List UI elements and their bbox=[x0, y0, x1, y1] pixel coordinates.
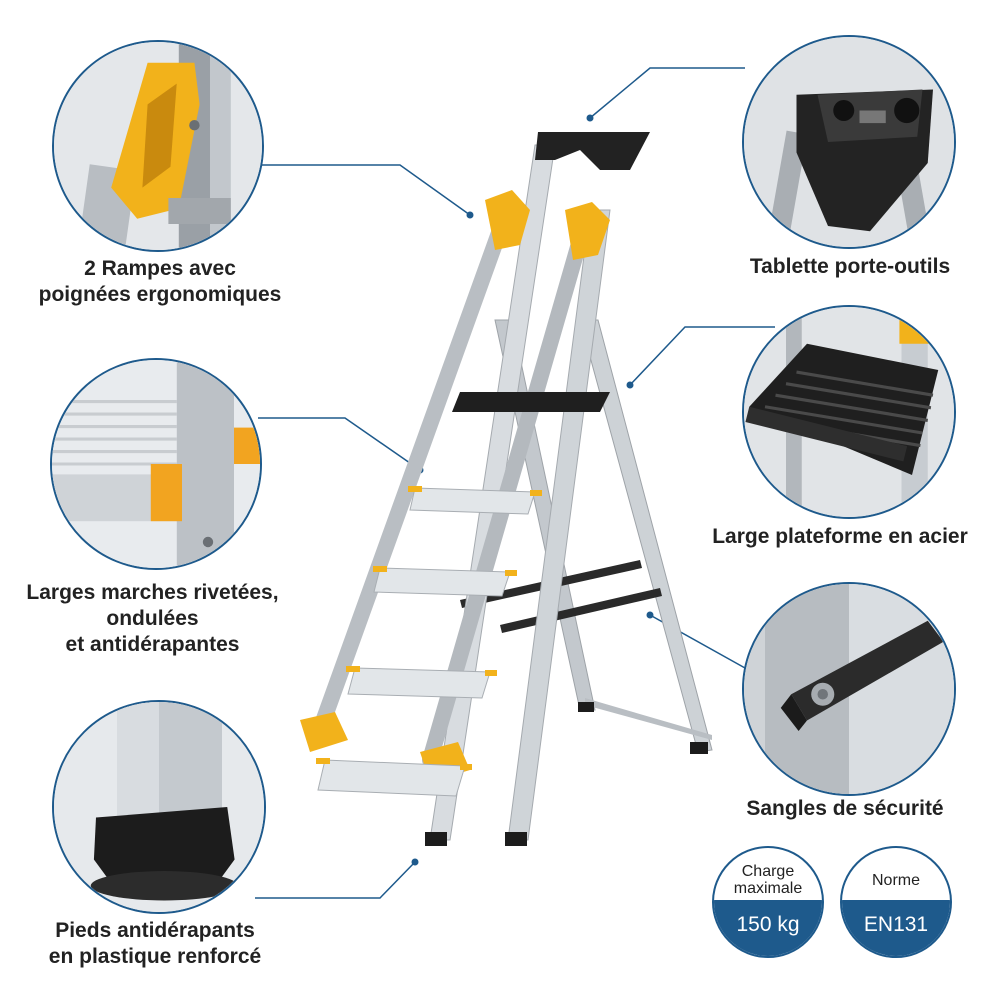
feet-caption: Pieds antidérapants en plastique renforc… bbox=[48, 919, 262, 968]
tool-tray-caption: Tablette porte-outils bbox=[749, 255, 951, 278]
norm-badge: Norme EN131 bbox=[840, 846, 952, 958]
norm-label: Norme bbox=[871, 871, 920, 889]
strap-detail-image bbox=[742, 582, 956, 796]
ladder-illustration bbox=[300, 132, 713, 846]
norm-value: EN131 bbox=[842, 900, 950, 956]
tool-tray-detail-image bbox=[742, 35, 956, 249]
platform-caption: Large plateforme en acier bbox=[712, 525, 968, 548]
handrail-detail-image bbox=[52, 40, 264, 252]
step-detail-image bbox=[50, 358, 262, 570]
straps-caption: Sangles de sécurité bbox=[746, 797, 944, 820]
max-load-value: 150 kg bbox=[714, 900, 822, 956]
handrails-caption: 2 Rampes avec poignées ergonomiques bbox=[38, 257, 282, 306]
steps-caption: Larges marches rivetées, ondulées et ant… bbox=[26, 581, 279, 656]
max-load-badge: Charge maximale 150 kg bbox=[712, 846, 824, 958]
foot-detail-image bbox=[52, 700, 266, 914]
max-load-label: Charge maximale bbox=[733, 863, 803, 897]
platform-detail-image bbox=[742, 305, 956, 519]
